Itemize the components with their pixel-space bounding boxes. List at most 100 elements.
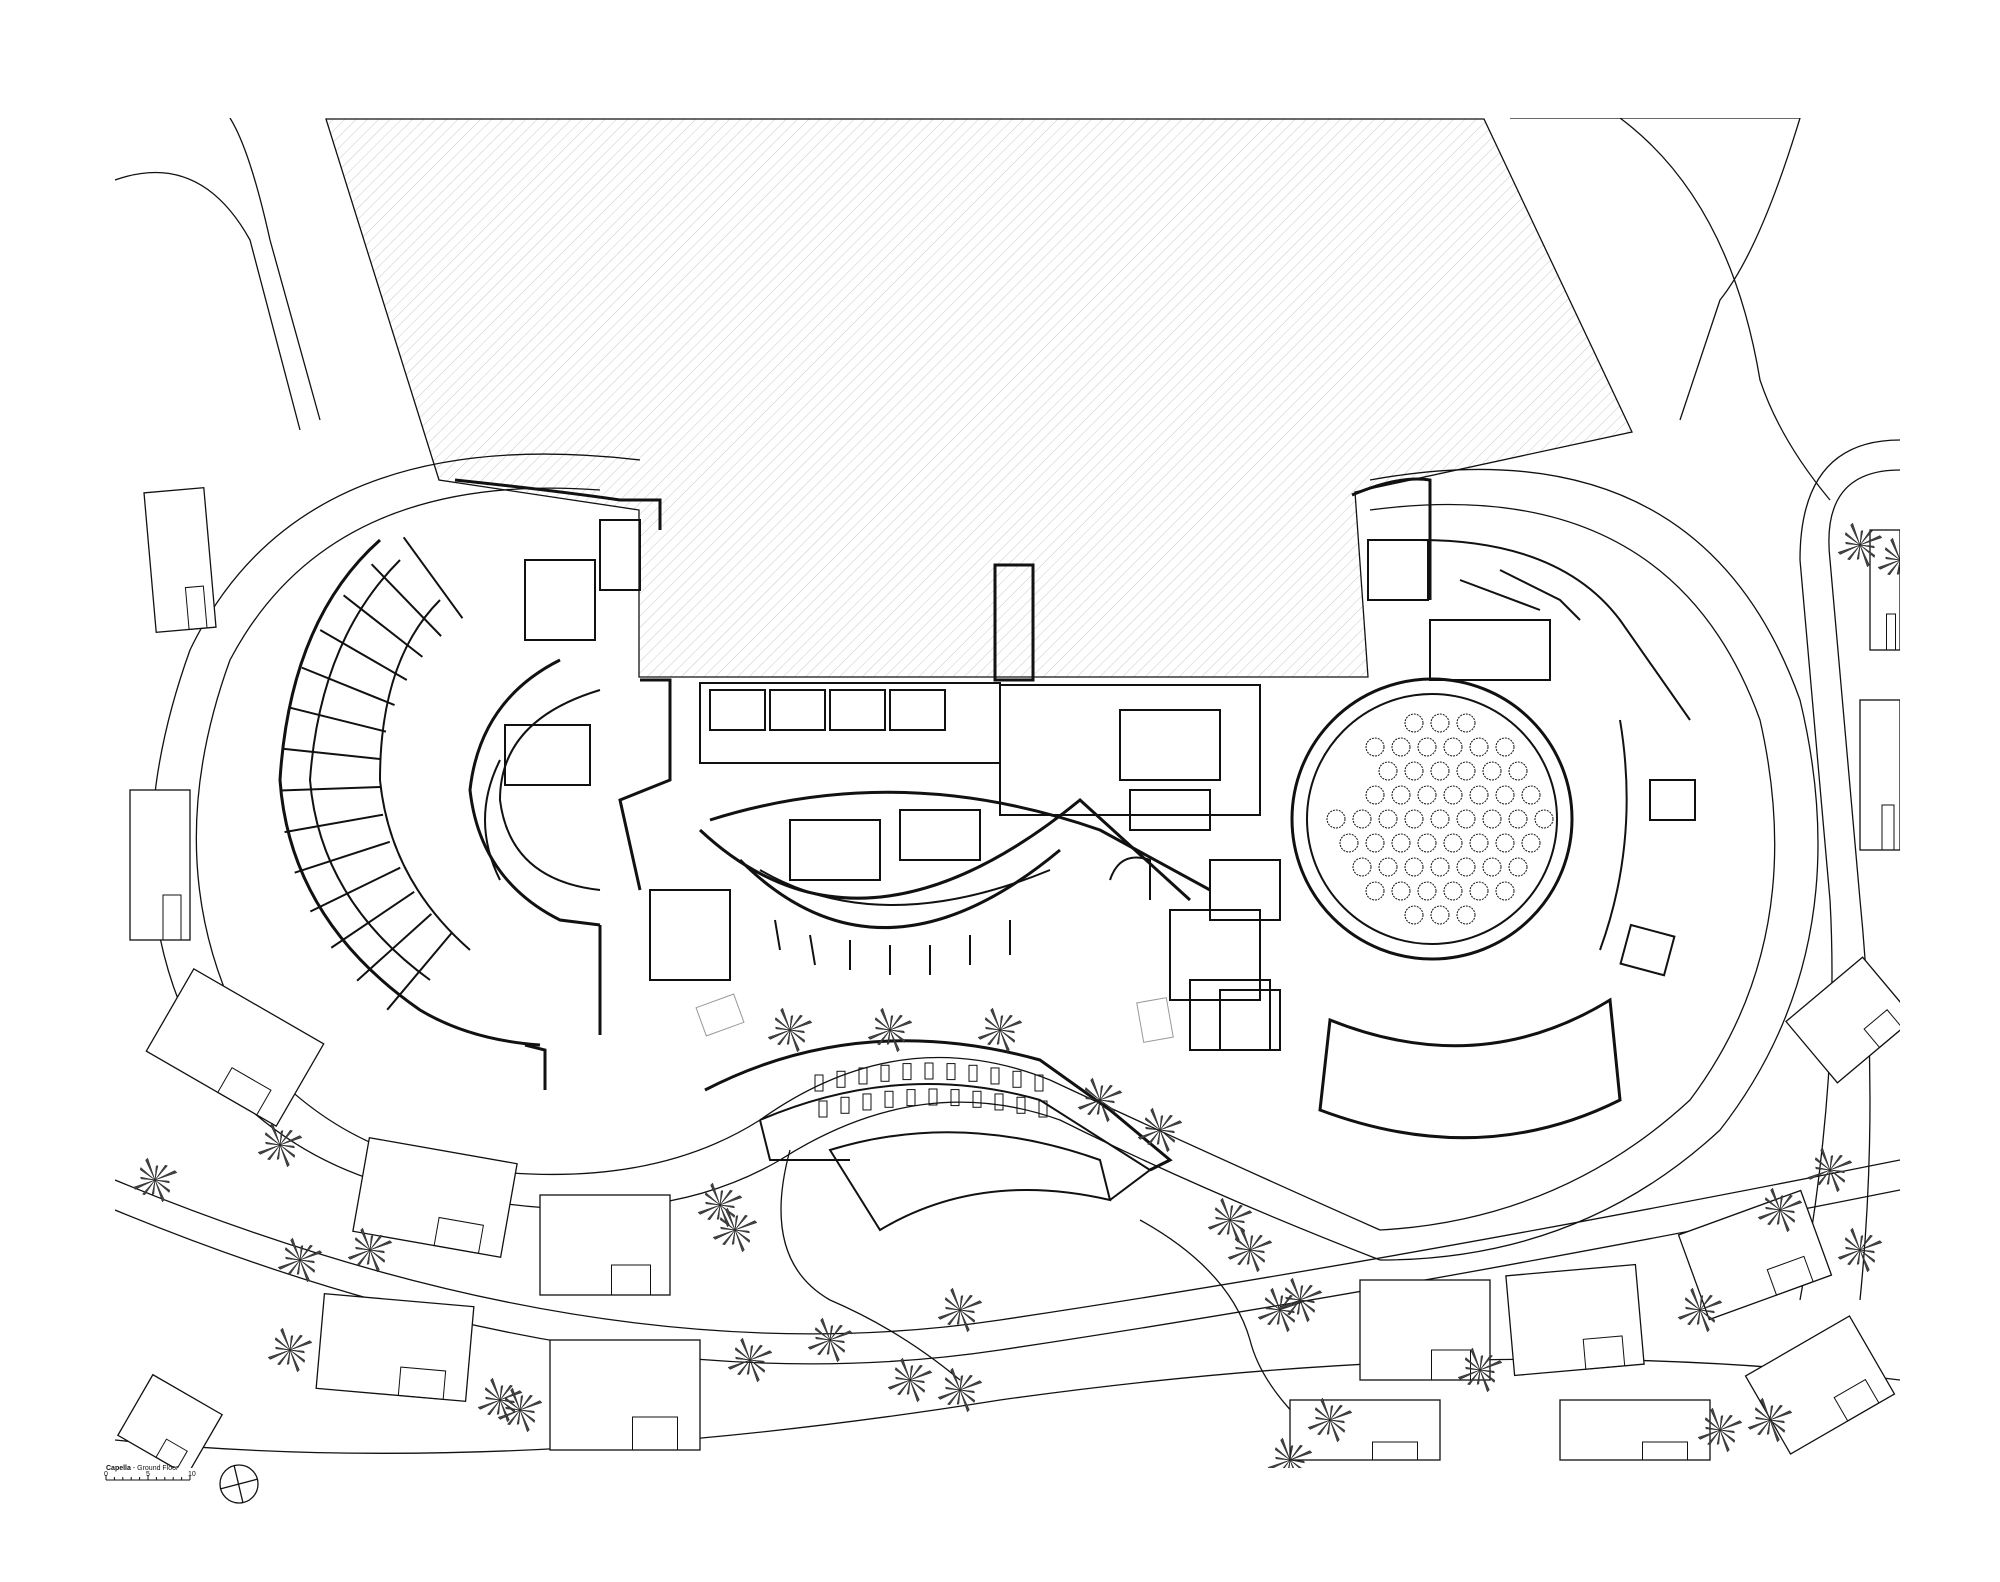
palm-frond — [780, 1007, 791, 1031]
palm-frond — [1267, 1309, 1281, 1326]
room-wall — [319, 629, 408, 681]
palm-tree-icon — [1307, 1397, 1353, 1443]
palm-frond — [369, 1249, 386, 1263]
palm-frond — [829, 1339, 846, 1353]
palm-frond — [999, 1029, 1010, 1053]
palm-tree-icon — [1257, 1287, 1303, 1333]
palm-frond — [956, 1389, 961, 1405]
palm-frond — [1677, 1309, 1701, 1320]
palm-tree-icon — [1807, 1147, 1853, 1193]
round-table — [1378, 809, 1398, 829]
round-table — [1443, 833, 1463, 853]
palm-frond — [906, 1379, 911, 1395]
villa-entry — [433, 1216, 484, 1254]
palm-frond — [867, 1029, 891, 1040]
palm-frond — [1850, 1227, 1861, 1251]
palm-frond — [1145, 1126, 1161, 1131]
palm-frond — [1719, 1429, 1736, 1443]
palm-frond — [1859, 1249, 1876, 1263]
palm-frond — [1710, 1407, 1721, 1431]
parking-structure — [325, 118, 1633, 678]
villa-entry — [1833, 1378, 1880, 1422]
palm-frond — [1845, 1246, 1861, 1251]
palm-frond — [1282, 1459, 1291, 1468]
palm-frond — [1476, 1369, 1481, 1385]
villa-entry — [162, 894, 182, 941]
palm-tree-icon — [727, 1337, 773, 1383]
palm-frond — [1719, 1415, 1724, 1431]
palm-frond — [820, 1317, 831, 1341]
palm-frond — [1274, 1447, 1291, 1461]
palm-frond — [826, 1339, 831, 1355]
palm-frond — [1299, 1285, 1304, 1301]
palm-frond — [777, 1029, 791, 1046]
palm-frond — [1240, 1227, 1251, 1251]
palm-frond — [1144, 1117, 1161, 1131]
palm-frond — [985, 1026, 1001, 1031]
palm-frond — [1249, 1249, 1266, 1263]
villa — [1859, 699, 1900, 851]
palm-frond — [719, 1195, 743, 1206]
palm-frond — [789, 1014, 803, 1031]
palm-frond — [1859, 535, 1883, 546]
palm-frond — [722, 1229, 736, 1246]
palm-frond — [270, 1122, 281, 1146]
villa-outline — [1359, 1279, 1491, 1381]
room-wall — [309, 866, 401, 913]
palm-frond — [990, 1007, 1001, 1031]
round-table — [1469, 737, 1489, 757]
drawing-title: - Ground Floor — [131, 1465, 179, 1472]
palm-frond — [900, 1357, 911, 1381]
palm-frond — [154, 1164, 168, 1181]
palm-frond — [1779, 1195, 1784, 1211]
round-table — [1456, 905, 1476, 925]
palm-frond — [1697, 1429, 1721, 1440]
round-table — [1495, 881, 1515, 901]
palm-frond — [1099, 1084, 1113, 1101]
palm-tree-icon — [1207, 1197, 1253, 1243]
palm-frond — [817, 1339, 831, 1356]
palm-frond — [697, 1204, 721, 1215]
palm-frond — [1314, 1407, 1331, 1421]
villa-outline — [539, 1194, 671, 1296]
palm-tree-icon — [937, 1287, 983, 1333]
palm-frond — [289, 1349, 305, 1354]
palm-frond — [1685, 1306, 1701, 1311]
sun-lounger — [928, 1088, 938, 1106]
round-table — [1521, 833, 1541, 853]
round-table — [1378, 761, 1398, 781]
palm-frond — [1329, 1419, 1340, 1443]
palm-frond — [1090, 1077, 1101, 1101]
round-table — [1326, 809, 1346, 829]
palm-frond — [1289, 1444, 1303, 1461]
villa — [315, 1292, 475, 1403]
palm-frond — [1307, 1419, 1331, 1430]
sun-lounger — [858, 1067, 868, 1085]
palm-frond — [1807, 1169, 1831, 1180]
palm-frond — [140, 1176, 156, 1181]
palm-frond — [1699, 1300, 1723, 1311]
palm-frond — [1317, 1419, 1331, 1436]
palm-frond — [1285, 1296, 1301, 1301]
palm-frond — [1779, 1209, 1790, 1233]
palm-frond — [1087, 1099, 1101, 1116]
palm-frond — [484, 1387, 501, 1401]
palm-frond — [145, 1157, 156, 1181]
palm-frond — [357, 1249, 371, 1266]
palm-frond — [1215, 1216, 1231, 1221]
palm-frond — [1747, 1419, 1771, 1430]
palm-frond — [154, 1179, 165, 1203]
palm-tree-icon — [1747, 1397, 1793, 1443]
palm-frond — [1289, 1459, 1305, 1464]
palm-frond — [1884, 547, 1900, 561]
round-table — [1495, 833, 1515, 853]
palm-frond — [499, 1384, 513, 1401]
palm-frond — [1885, 556, 1900, 561]
palm-frond — [1776, 1209, 1781, 1225]
palm-frond — [279, 1144, 296, 1158]
palm-frond — [984, 1017, 1001, 1031]
palm-frond — [1296, 1299, 1301, 1315]
palm-frond — [880, 1007, 891, 1031]
palm-tree-icon — [497, 1387, 543, 1433]
palm-frond — [1767, 1209, 1781, 1226]
